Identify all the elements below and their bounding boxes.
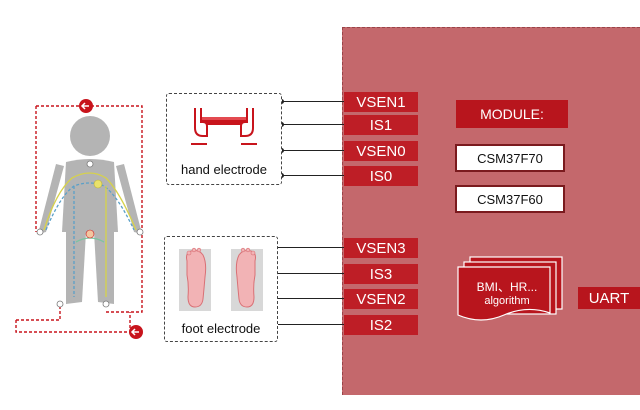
algorithm-stack-icon — [457, 256, 563, 321]
module-model-1: CSM37F70 — [455, 144, 565, 172]
wire-vsen3 — [278, 247, 344, 248]
pin-vsen2: VSEN2 — [344, 289, 418, 309]
foot-electrode-label: foot electrode — [181, 321, 261, 336]
wire-is1 — [282, 124, 344, 125]
foot-electrode-box: foot electrode — [164, 236, 278, 342]
wire-vsen0 — [282, 150, 344, 151]
pin-vsen0: VSEN0 — [344, 141, 418, 161]
pin-vsen1: VSEN1 — [344, 92, 418, 112]
hand-electrode-box: hand electrode — [166, 93, 282, 185]
wire-is3 — [278, 273, 344, 274]
hand-electrode-label: hand electrode — [180, 162, 267, 177]
pin-is0: IS0 — [344, 166, 418, 186]
wire-is2 — [278, 324, 344, 325]
pin-is2: IS2 — [344, 315, 418, 335]
wire-vsen1 — [282, 101, 344, 102]
algorithm-line2: algorithm — [484, 295, 530, 307]
body-figure-icon — [15, 99, 144, 339]
wire-vsen2 — [278, 298, 344, 299]
pin-is1: IS1 — [344, 115, 418, 135]
foot-electrode-icon — [179, 247, 263, 311]
wire-is0 — [282, 175, 344, 176]
pin-vsen3: VSEN3 — [344, 238, 418, 258]
module-label: MODULE: — [456, 100, 568, 128]
hand-electrode-icon — [191, 108, 257, 145]
pin-is3: IS3 — [344, 264, 418, 284]
module-model-2: CSM37F60 — [455, 185, 565, 213]
algorithm-line1: BMI、HR... — [476, 280, 538, 294]
uart-label: UART — [578, 287, 640, 309]
